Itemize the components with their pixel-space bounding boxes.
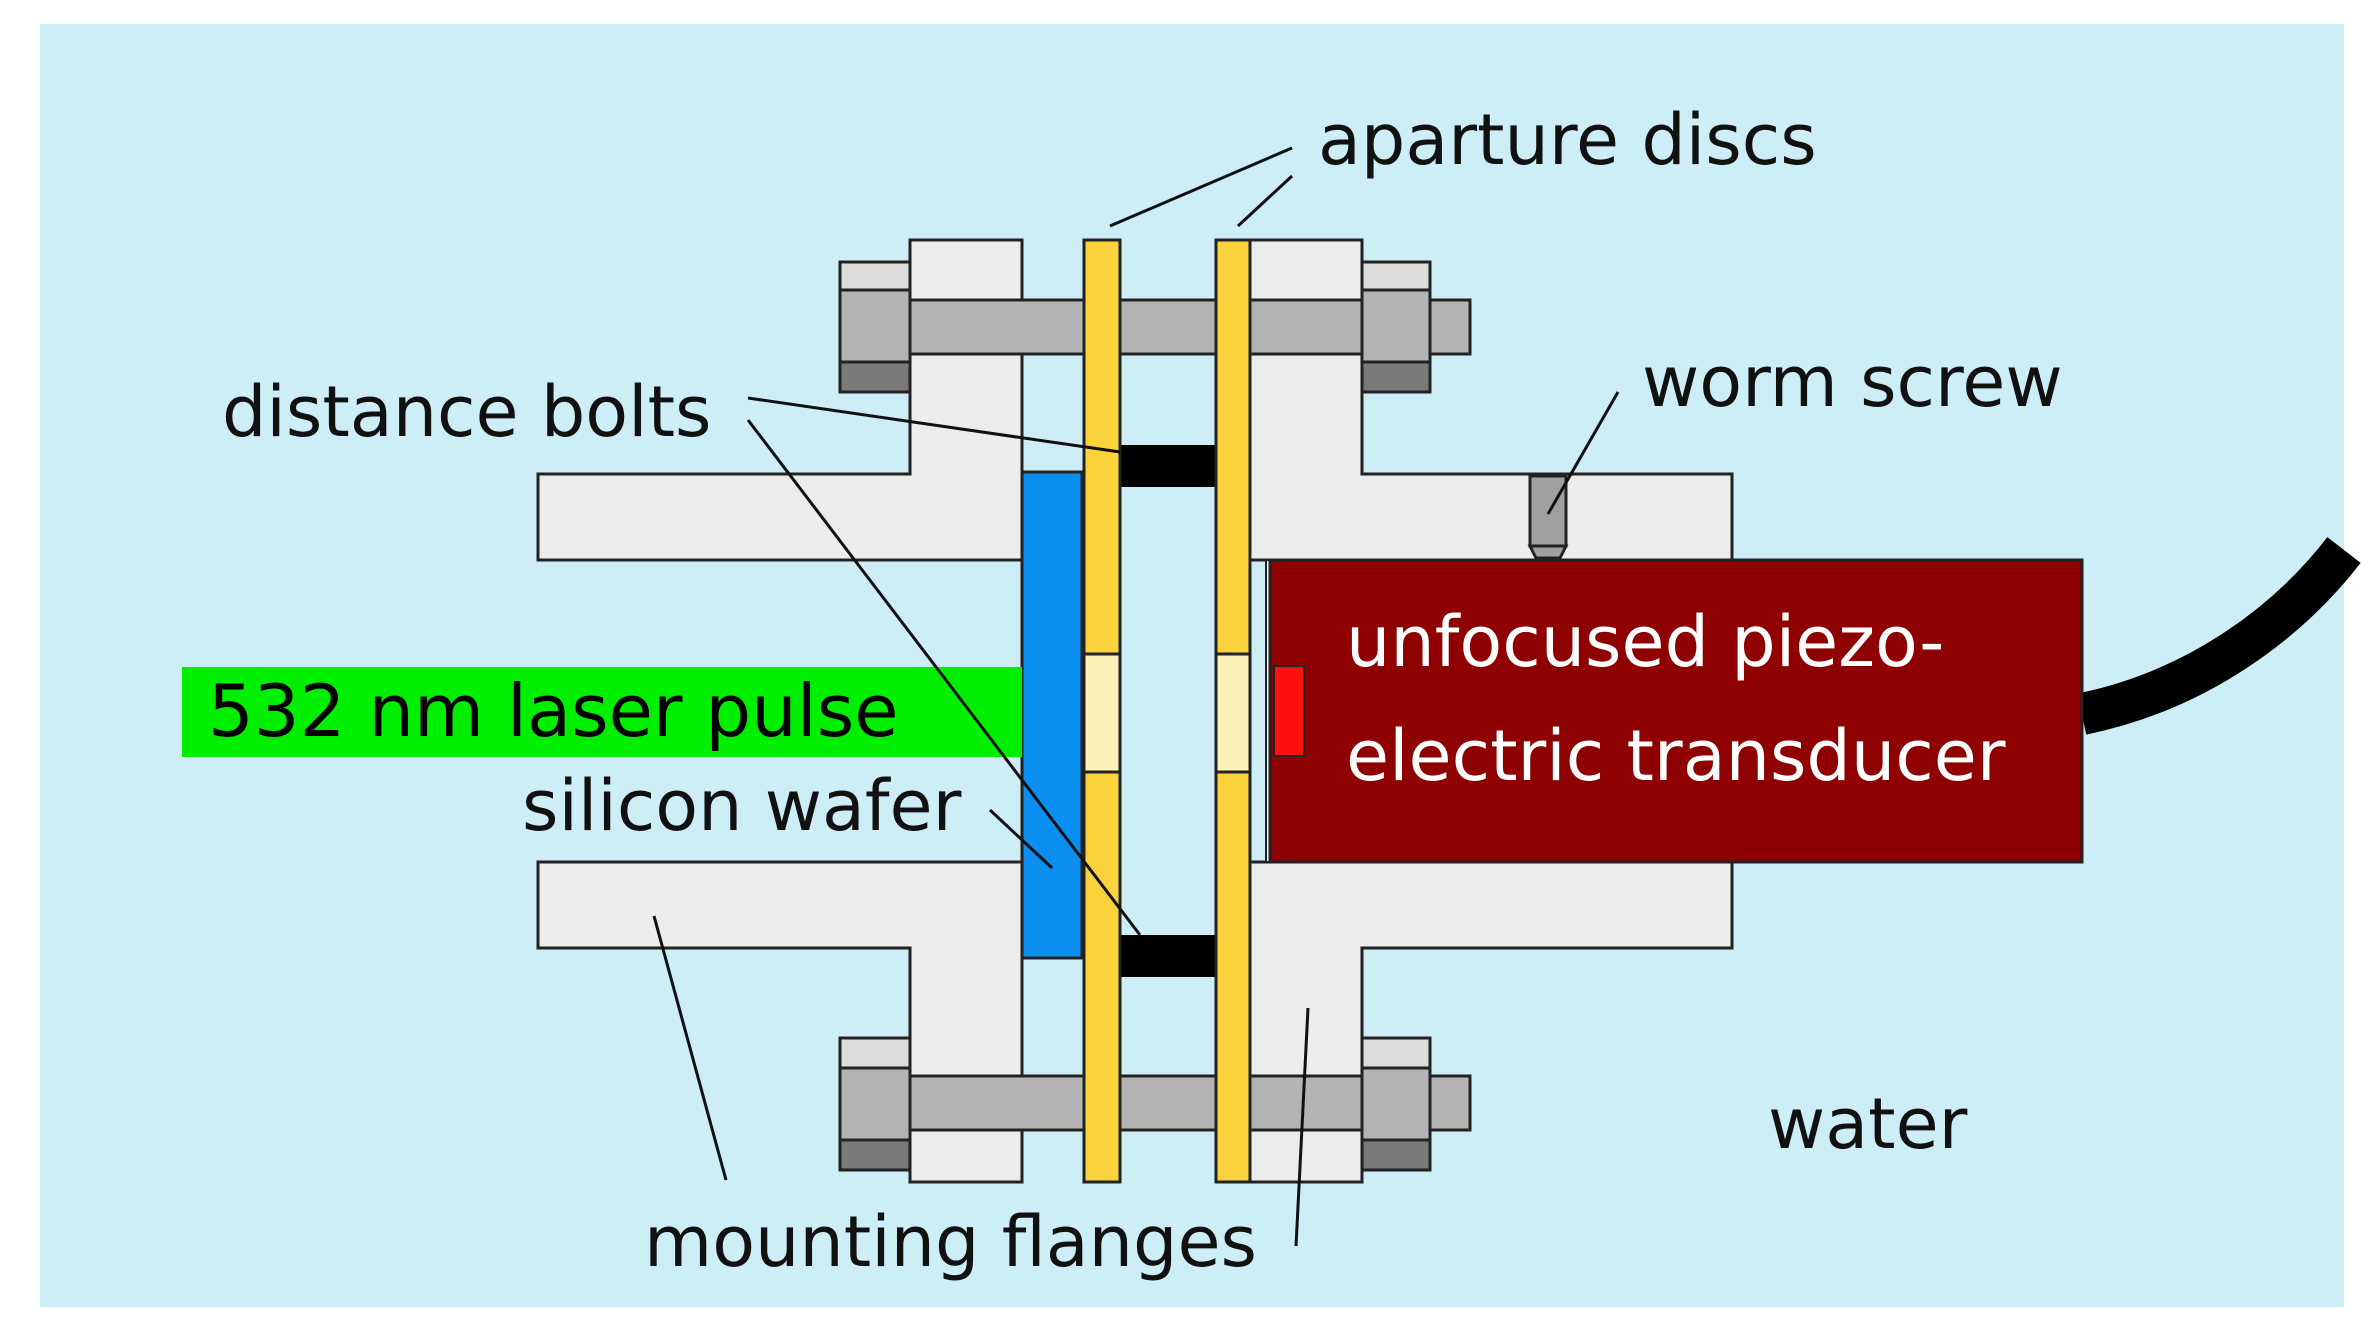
bottom-bolt-tip: [1428, 1074, 1472, 1132]
mounting-flanges-leader-right: [1294, 1007, 1310, 1247]
silicon-wafer: [1020, 470, 1084, 960]
top-bolt-right-nut: [1360, 288, 1432, 364]
bottom-distance-bolt: [1120, 935, 1216, 977]
bottom-bolt-left-nut-base: [838, 1138, 912, 1172]
top-bolt-right-washer: [1360, 260, 1432, 294]
bottom-bolt-left-washer: [838, 1036, 912, 1070]
right-aperture-disc: [1214, 238, 1252, 1184]
top-bolt-tip: [1428, 298, 1472, 356]
leader-lines: [652, 146, 1620, 1247]
distance-bolts-leader-top: [747, 396, 1121, 454]
transducer-label-line2: electric transducer: [1346, 715, 2006, 797]
transducer-element: [1273, 665, 1305, 757]
bottom-bolt-right-nut: [1360, 1066, 1432, 1142]
aparture-discs-leader-right: [1236, 174, 1294, 228]
bottom-bolt-rod: [908, 1074, 1364, 1132]
worm-screw-leader: [1546, 391, 1620, 515]
transducer-cable: [2077, 537, 2361, 735]
aparture-discs-leader-left: [1109, 146, 1293, 228]
mounting-flanges-leader-left: [652, 915, 728, 1181]
top-bolt-assembly: [838, 260, 1472, 394]
right-aperture-window: [1214, 652, 1252, 774]
water-label: water: [1768, 1083, 1968, 1165]
bottom-bolt-right-nut-base: [1360, 1138, 1432, 1172]
silicon-wafer-leader: [988, 808, 1054, 870]
left-mounting-flange-top: [536, 238, 1024, 562]
top-bolt-right-nut-base: [1360, 360, 1432, 394]
distance-bolts-label: distance bolts: [222, 371, 712, 453]
bottom-bolt-right-washer: [1360, 1036, 1432, 1070]
mounting-flanges-label: mounting flanges: [644, 1201, 1257, 1283]
worm-screw-label: worm screw: [1642, 341, 2063, 423]
laser-pulse-label: 532 nm laser pulse: [208, 669, 899, 753]
top-distance-bolt: [1120, 445, 1216, 487]
worm-screw-tip: [1527, 544, 1569, 560]
distance-bolts-leader-bottom: [746, 419, 1142, 936]
piezo-transducer-body: [1268, 558, 2084, 864]
bottom-bolt-left-nut: [838, 1066, 912, 1142]
transducer-label-line1: unfocused piezo-: [1346, 601, 1944, 683]
top-bolt-rod: [908, 298, 1364, 356]
left-aperture-disc: [1082, 238, 1122, 1184]
left-aperture-window: [1082, 652, 1122, 774]
silicon-wafer-label: silicon wafer: [522, 765, 962, 847]
top-bolt-left-nut-base: [838, 360, 912, 394]
aparture-discs-label: aparture discs: [1318, 99, 1817, 181]
top-bolt-left-washer: [838, 260, 912, 294]
worm-screw: [1527, 474, 1569, 560]
top-bolt-left-nut: [838, 288, 912, 364]
laser-beam: [182, 667, 1022, 757]
